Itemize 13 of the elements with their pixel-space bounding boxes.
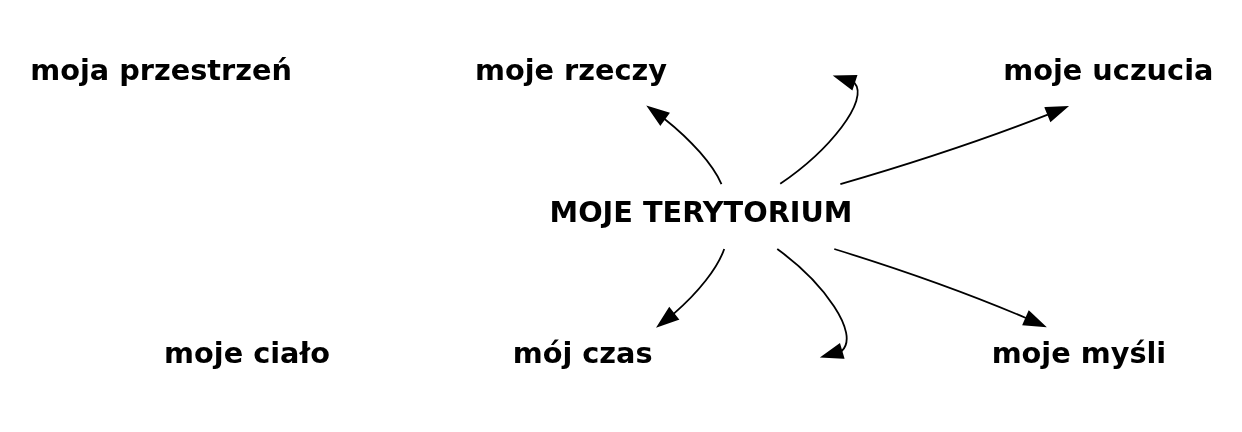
arrow [776, 247, 848, 359]
label: moja przestrzeń [30, 52, 292, 87]
arrow [779, 74, 859, 185]
node-text: moje rzeczy [474, 52, 667, 87]
node-text: MOJE TERYTORIUM [549, 194, 853, 229]
node-text: mój czas [512, 336, 653, 370]
node-text: moje uczucia [1003, 52, 1214, 87]
arrow [646, 104, 723, 185]
node-text: moje myśli [991, 336, 1167, 370]
label: moje ciało [164, 336, 330, 370]
arrow [839, 105, 1070, 185]
arrow [833, 247, 1047, 327]
arrow [656, 247, 726, 328]
